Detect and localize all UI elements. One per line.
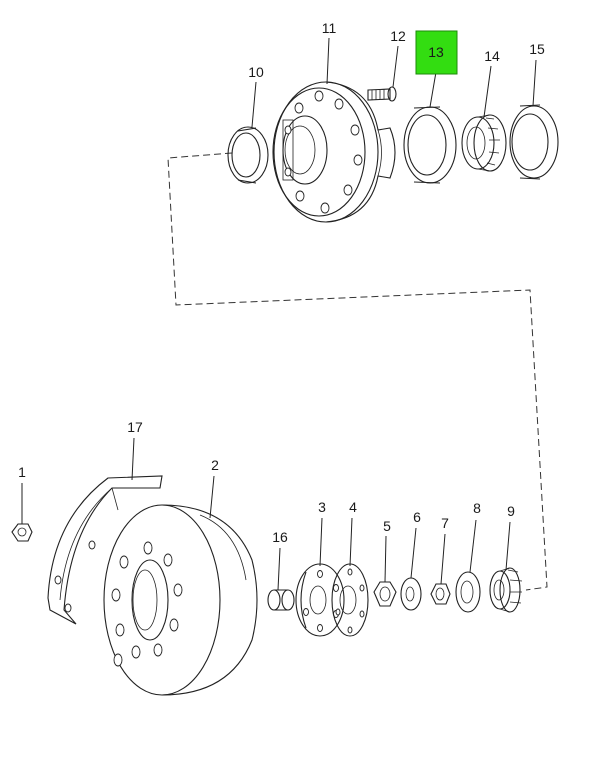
callout-6[interactable]: 6	[413, 509, 421, 525]
callout-10[interactable]: 10	[248, 64, 264, 80]
callout-7[interactable]: 7	[441, 515, 449, 531]
part-13-oil-seal[interactable]	[403, 106, 457, 184]
part-11-wheel-hub[interactable]	[272, 81, 396, 223]
part-9-bearing-cone[interactable]	[489, 567, 523, 613]
part-2-brake-drum[interactable]	[103, 504, 258, 696]
part-4-gasket[interactable]	[331, 563, 369, 637]
callout-labels: 1 2 3 4 5 6 7 8 9 10 11 12 13 14 15 16 1…	[18, 20, 545, 545]
part-14-bearing-cone[interactable]	[461, 114, 507, 172]
part-12-wheel-stud[interactable]	[367, 86, 397, 102]
callout-16[interactable]: 16	[272, 529, 288, 545]
assembly-dashed-path	[167, 152, 548, 591]
part-16-spacer[interactable]	[267, 589, 295, 611]
part-1-wheel-nut[interactable]	[11, 523, 33, 542]
callout-1[interactable]: 1	[18, 464, 26, 480]
callout-9[interactable]: 9	[507, 503, 515, 519]
leader-lines	[21, 37, 537, 591]
part-6-washer[interactable]	[400, 577, 422, 611]
part-17-brake-shield[interactable]	[47, 475, 163, 625]
callout-8[interactable]: 8	[473, 500, 481, 516]
part-10-bearing-cup[interactable]	[227, 126, 269, 184]
callout-4[interactable]: 4	[349, 499, 357, 515]
part-8-seal-ring[interactable]	[455, 571, 481, 613]
part-15-bearing-cup[interactable]	[509, 104, 559, 180]
callout-5[interactable]: 5	[383, 518, 391, 534]
callout-15[interactable]: 15	[529, 41, 545, 57]
callout-3[interactable]: 3	[318, 499, 326, 515]
callout-17[interactable]: 17	[127, 419, 143, 435]
part-7-spindle-nut[interactable]	[430, 583, 451, 605]
callout-13[interactable]: 13	[428, 44, 444, 60]
callout-14[interactable]: 14	[484, 48, 500, 64]
callout-2[interactable]: 2	[211, 457, 219, 473]
callout-12[interactable]: 12	[390, 28, 406, 44]
part-5-spindle-nut[interactable]	[373, 581, 397, 607]
callout-11[interactable]: 11	[322, 20, 337, 36]
highlight-box-13	[415, 30, 458, 75]
